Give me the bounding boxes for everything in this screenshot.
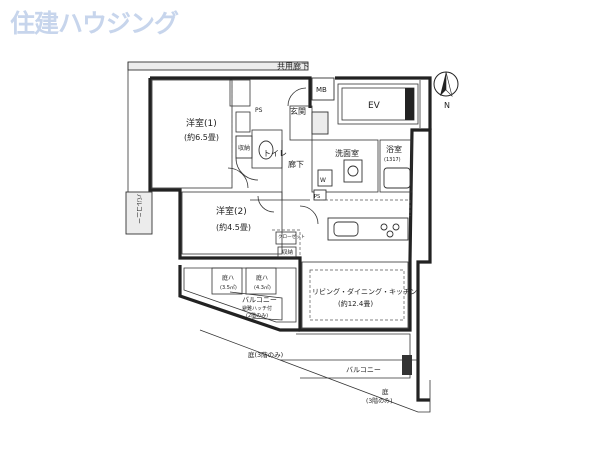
- balcony-bottom-label: バルコニー: [346, 366, 381, 374]
- garden-b-size: (4.3㎡): [254, 284, 271, 291]
- kitchen-counter: [320, 199, 411, 241]
- genkan-label: 玄関: [290, 106, 306, 116]
- north-arrow-icon: [433, 71, 459, 97]
- bath-label: 浴室: [386, 144, 402, 154]
- lower-garden-balcony: [199, 329, 431, 413]
- hallway-label: 廊下: [288, 159, 304, 169]
- garden-d-note: (3階のみ): [366, 397, 393, 405]
- garden-a-name: 庭ハ: [222, 274, 234, 282]
- washroom: [311, 139, 379, 201]
- ps-top-label: PS: [255, 107, 263, 114]
- ldk-name: リビング・ダイニング・キッチン: [312, 287, 417, 296]
- bath: [379, 139, 413, 193]
- side-balcony: [125, 191, 153, 235]
- closet-label: クローゼット: [278, 233, 305, 240]
- western1-size: (約6.5畳): [184, 132, 219, 142]
- ldk-room: [301, 261, 409, 329]
- western2-size: (約4.5畳): [216, 222, 251, 232]
- company-logo: 住建ハウジング: [10, 9, 179, 38]
- storage-a-label: 収納: [238, 144, 250, 152]
- balcony-note2: (2階のみ): [246, 312, 268, 319]
- ev-label: EV: [368, 101, 381, 111]
- western-room-1: [151, 79, 251, 189]
- western2-name: 洋室(2): [216, 205, 247, 217]
- ldk-size: (約12.4畳): [338, 299, 373, 308]
- ps-mid-label: PS: [314, 194, 320, 200]
- washroom-label: 洗面室: [335, 148, 359, 158]
- bath-sub: (1317): [384, 157, 401, 163]
- mb-label: MB: [316, 86, 327, 94]
- garden-d-name: 庭: [382, 387, 389, 396]
- balcony-mid-label: バルコニー: [242, 296, 277, 304]
- lower-left-gardens: [178, 265, 300, 332]
- storage-b-label: 収納: [282, 248, 294, 256]
- toilet-label: トイレ: [263, 149, 287, 158]
- garden-c-label: 庭(3階のみ): [248, 350, 283, 359]
- garden-b-name: 庭ハ: [256, 274, 268, 282]
- balcony-note1: 避難ハッチ付: [242, 305, 272, 312]
- garden-a-size: (3.5㎡): [220, 284, 237, 291]
- wm-label: W: [320, 177, 326, 184]
- side-balcony-label: バルコニー: [135, 194, 142, 224]
- mb-box: [311, 77, 335, 101]
- western-room-2: [181, 191, 301, 258]
- door-swings: [227, 167, 319, 225]
- western1-name: 洋室(1): [186, 117, 217, 129]
- entrance: [287, 87, 329, 141]
- hallway: [250, 140, 310, 201]
- north-label: N: [444, 101, 450, 110]
- corridor-label: 共用廊下: [277, 61, 309, 71]
- elevator: [337, 83, 419, 125]
